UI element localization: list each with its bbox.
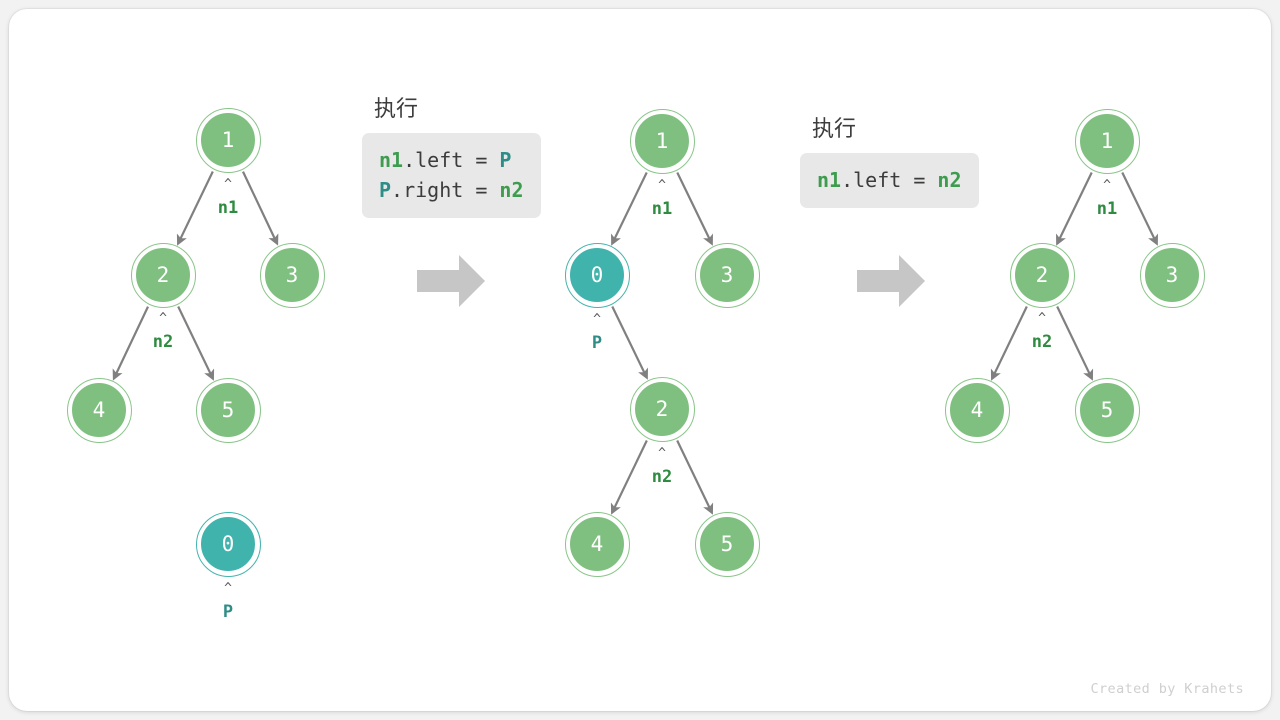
pointer-label-n1: ^ n1	[198, 177, 258, 218]
tree-edge	[676, 440, 714, 515]
pointer-caret-icon: ^	[159, 311, 167, 326]
tree-edge	[610, 440, 648, 515]
tree-node-2[interactable]: 2	[629, 376, 695, 442]
tree-edge	[112, 306, 150, 381]
tree-edge	[1121, 172, 1158, 246]
tree-edge	[676, 172, 713, 246]
pointer-caret-icon: ^	[658, 446, 666, 461]
code-line: n1.left = P	[379, 145, 524, 175]
code-token: n1	[817, 168, 842, 192]
tree-node-4[interactable]: 4	[944, 377, 1010, 443]
tree-edge	[176, 171, 214, 246]
code-token: n2	[499, 178, 524, 202]
pointer-name: n2	[1031, 332, 1053, 352]
code-token: P	[379, 178, 392, 202]
tree-node-2[interactable]: 2	[130, 242, 196, 308]
code-token: P	[499, 148, 512, 172]
tree-node-0[interactable]: 0	[564, 242, 630, 308]
pointer-caret-icon: ^	[593, 312, 601, 327]
node-value: 0	[221, 531, 235, 556]
tree-edge	[241, 171, 279, 246]
pointer-name: n1	[651, 199, 673, 219]
tree-node-5[interactable]: 5	[195, 377, 261, 443]
node-value: 1	[1100, 128, 1114, 153]
pointer-caret-icon: ^	[1038, 311, 1046, 326]
pointer-name: n2	[152, 332, 174, 352]
node-value: 5	[221, 397, 235, 422]
node-value: 3	[1165, 262, 1179, 287]
pointer-caret-icon: ^	[658, 178, 666, 193]
node-value: 2	[156, 262, 170, 287]
pointer-label-n2: ^ n2	[1012, 311, 1072, 352]
tree-node-3[interactable]: 3	[259, 242, 325, 308]
tree-node-3[interactable]: 3	[1139, 242, 1205, 308]
pointer-name: P	[222, 602, 234, 622]
node-value: 2	[655, 396, 669, 421]
pointer-label-P: ^P	[198, 581, 258, 622]
pointer-label-P: ^P	[567, 312, 627, 353]
step-label: 执行	[374, 96, 419, 121]
tree-edge	[1056, 172, 1093, 246]
tree-node-2[interactable]: 2	[1009, 242, 1075, 308]
pointer-label-n1: ^ n1	[632, 178, 692, 219]
node-value: 5	[1100, 397, 1114, 422]
tree-node-4[interactable]: 4	[564, 511, 630, 577]
pointer-name: n1	[217, 198, 239, 218]
node-value: 4	[970, 397, 984, 422]
code-token: .right =	[391, 178, 500, 202]
step-label: 执行	[812, 116, 857, 141]
tree-edge	[177, 306, 215, 381]
node-value: 1	[221, 127, 235, 152]
pointer-caret-icon: ^	[224, 581, 232, 596]
node-value: 3	[285, 262, 299, 287]
code-token: .left =	[403, 148, 500, 172]
code-token: n2	[937, 168, 962, 192]
pointer-caret-icon: ^	[224, 177, 232, 192]
tree-edge	[990, 306, 1028, 381]
tree-edge	[611, 306, 648, 380]
footer-credit: Created by Krahets	[1090, 681, 1244, 697]
node-value: 5	[720, 531, 734, 556]
tree-node-4[interactable]: 4	[66, 377, 132, 443]
code-token: .left =	[841, 168, 938, 192]
code-block: n1.left = n2	[800, 153, 979, 208]
step-annotation-step-3: 执行 n1.left = n2	[800, 116, 979, 208]
pointer-label-n1: ^ n1	[1077, 178, 1137, 219]
tree-node-1[interactable]: 1	[629, 108, 695, 174]
pointer-name: n2	[651, 467, 673, 487]
node-value: 1	[655, 128, 669, 153]
node-value: 3	[720, 262, 734, 287]
tree-edge	[1056, 306, 1094, 381]
tree-edge	[611, 172, 648, 246]
pointer-caret-icon: ^	[1103, 178, 1111, 193]
pointer-name: P	[591, 333, 603, 353]
node-value: 4	[590, 531, 604, 556]
pointer-label-n2: ^ n2	[632, 446, 692, 487]
pointer-label-n2: ^ n2	[133, 311, 193, 352]
node-value: 4	[92, 397, 106, 422]
tree-node-1[interactable]: 1	[195, 107, 261, 173]
code-line: P.right = n2	[379, 175, 524, 205]
tree-node-0[interactable]: 0	[195, 511, 261, 577]
node-value: 2	[1035, 262, 1049, 287]
tree-node-5[interactable]: 5	[1074, 377, 1140, 443]
node-value: 0	[590, 262, 604, 287]
flow-arrow-icon	[855, 252, 927, 315]
pointer-name: n1	[1096, 199, 1118, 219]
code-token: n1	[379, 148, 404, 172]
tree-node-5[interactable]: 5	[694, 511, 760, 577]
tree-node-1[interactable]: 1	[1074, 108, 1140, 174]
code-line: n1.left = n2	[817, 165, 962, 195]
flow-arrow-icon	[415, 252, 487, 315]
tree-node-3[interactable]: 3	[694, 242, 760, 308]
